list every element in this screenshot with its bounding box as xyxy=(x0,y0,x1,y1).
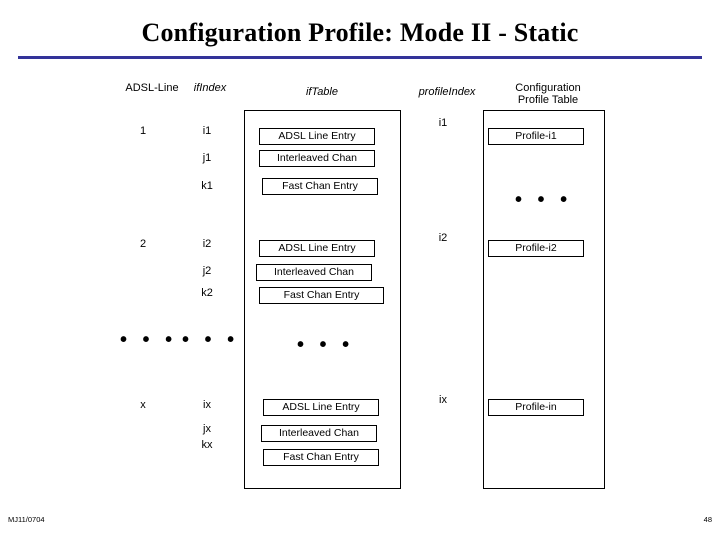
adsl-line-x: x xyxy=(140,399,146,411)
column-header-configuration-line1: Configuration xyxy=(515,82,581,94)
ifindex-k2: k2 xyxy=(201,287,213,299)
column-header-iftable: ifTable xyxy=(305,86,338,98)
adsl-line-2: 2 xyxy=(139,238,147,250)
iftable-ellipsis: • • • xyxy=(297,334,355,356)
adsl-line-entry-x[interactable]: ADSL Line Entry xyxy=(263,399,379,416)
profile-i1[interactable]: Profile-i1 xyxy=(488,128,584,145)
ifindex-i1: i1 xyxy=(202,125,212,137)
interleaved-chan-2[interactable]: Interleaved Chan xyxy=(256,264,372,281)
ifindex-i2: i2 xyxy=(202,238,212,250)
ifindex-ellipsis: • • • xyxy=(182,329,240,351)
adsl-line-entry-2[interactable]: ADSL Line Entry xyxy=(259,240,375,257)
ifindex-j1: j1 xyxy=(202,152,212,164)
footer-page-number: 48 xyxy=(703,515,712,524)
column-header-ifindex: ifIndex xyxy=(193,82,227,94)
adsl-line-1: 1 xyxy=(139,125,147,137)
fast-chan-entry-2[interactable]: Fast Chan Entry xyxy=(259,287,384,304)
adsl-line-ellipsis: • • • xyxy=(120,329,178,351)
profileindex-ix: ix xyxy=(439,394,447,406)
ifindex-kx: kx xyxy=(201,439,213,451)
title-divider xyxy=(18,56,702,59)
interleaved-chan-x[interactable]: Interleaved Chan xyxy=(261,425,377,442)
profile-in[interactable]: Profile-in xyxy=(488,399,584,416)
ifindex-j2: j2 xyxy=(202,265,212,277)
column-header-configuration-line2: Profile Table xyxy=(517,94,579,106)
page-title: Configuration Profile: Mode II - Static xyxy=(141,18,579,47)
adsl-line-entry-1[interactable]: ADSL Line Entry xyxy=(259,128,375,145)
column-header-adsl-line: ADSL-Line xyxy=(125,82,179,94)
fast-chan-entry-1[interactable]: Fast Chan Entry xyxy=(262,178,378,195)
footer-document-id: MJ11/0704 xyxy=(8,515,45,524)
fast-chan-entry-x[interactable]: Fast Chan Entry xyxy=(263,449,379,466)
profileindex-i1: i1 xyxy=(438,117,448,129)
ifindex-k1: k1 xyxy=(201,180,213,192)
profile-ellipsis: • • • xyxy=(515,189,573,211)
column-header-profileindex: profileIndex xyxy=(418,86,476,98)
column-header-configuration-profile-table: Configuration Profile Table xyxy=(492,82,604,106)
iftable-frame xyxy=(244,110,401,489)
interleaved-chan-1[interactable]: Interleaved Chan xyxy=(259,150,375,167)
profile-i2[interactable]: Profile-i2 xyxy=(488,240,584,257)
configuration-profile-frame xyxy=(483,110,605,489)
ifindex-jx: jx xyxy=(203,423,211,435)
profileindex-i2: i2 xyxy=(438,232,448,244)
ifindex-ix: ix xyxy=(203,399,211,411)
